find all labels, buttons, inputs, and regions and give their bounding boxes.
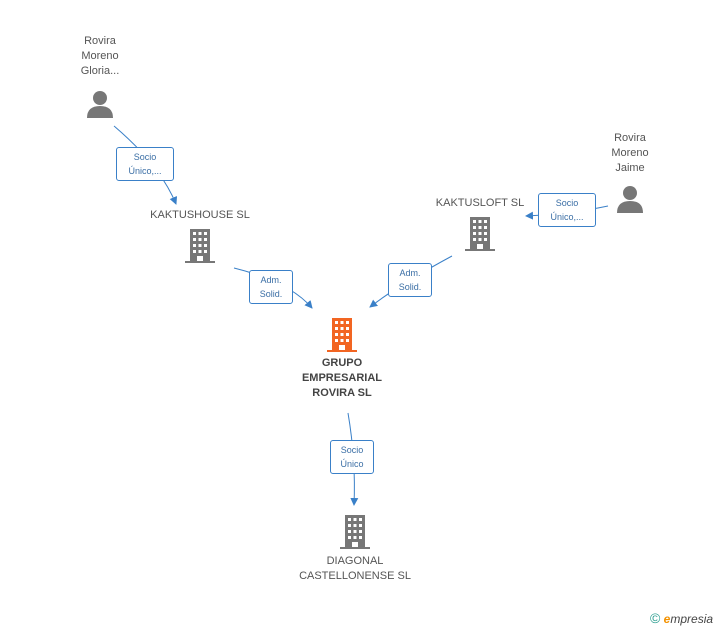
edge-badge-socio-unico[interactable]: Socio Único,... [538, 193, 596, 227]
brand-logo-e: e [663, 612, 671, 626]
node-label: DIAGONAL CASTELLONENSE SL [299, 555, 411, 582]
node-kaktushouse[interactable]: KAKTUSHOUSE SL [130, 208, 270, 263]
brand-logo-text: mpresia [670, 612, 714, 626]
node-label: KAKTUSHOUSE SL [150, 209, 250, 221]
node-grupo-empresarial-rovira[interactable]: GRUPO EMPRESARIAL ROVIRA SL [280, 318, 404, 401]
building-icon [465, 217, 495, 251]
edge-badge-adm-solid[interactable]: Adm. Solid. [249, 270, 293, 304]
building-icon [327, 318, 357, 352]
copyright-icon: © [650, 610, 661, 626]
person-icon [87, 91, 113, 118]
edge-badge-socio-unico[interactable]: Socio Único,... [116, 147, 174, 181]
building-icon [185, 229, 215, 263]
person-icon [617, 186, 643, 213]
node-rovira-gloria[interactable]: Rovira Moreno Gloria... [50, 34, 150, 119]
node-label: KAKTUSLOFT SL [435, 197, 525, 209]
node-rovira-jaime[interactable]: Rovira Moreno Jaime [580, 131, 680, 214]
node-label: Rovira Moreno Jaime [611, 132, 649, 174]
node-label: Rovira Moreno Gloria... [80, 35, 120, 77]
node-kaktusloft[interactable]: KAKTUSLOFT SL [410, 196, 550, 251]
edge-badge-socio-unico[interactable]: Socio Único [330, 440, 374, 474]
edge-badge-adm-solid[interactable]: Adm. Solid. [388, 263, 432, 297]
building-icon [340, 515, 370, 549]
node-diagonal-castellonense[interactable]: DIAGONAL CASTELLONENSE SL [285, 515, 425, 584]
node-label: GRUPO EMPRESARIAL ROVIRA SL [301, 357, 383, 399]
brand-footer[interactable]: © empresia [650, 610, 713, 626]
